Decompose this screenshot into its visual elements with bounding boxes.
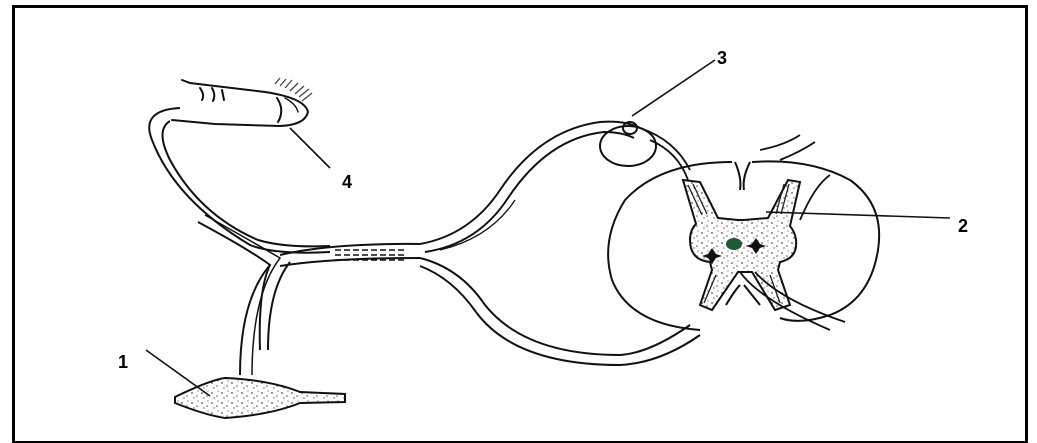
- stimulus-marks: [275, 78, 312, 101]
- leader-line-2: [766, 212, 950, 218]
- figure-border: [14, 7, 1027, 443]
- leader-line-3: [632, 60, 715, 116]
- finger-illustration: [172, 80, 308, 126]
- leader-line-4: [290, 128, 330, 168]
- motor-branch-left: [198, 215, 290, 375]
- leader-line-1: [146, 350, 210, 396]
- central-canal: [726, 238, 742, 250]
- muscle-effector: [175, 378, 345, 418]
- label-1: 1: [118, 352, 128, 372]
- dorsal-root-ganglion: [600, 122, 690, 180]
- label-4: 4: [342, 172, 352, 192]
- label-3: 3: [717, 48, 727, 68]
- label-2: 2: [958, 216, 968, 236]
- dorsal-root: [420, 122, 640, 252]
- sensory-fiber: [149, 108, 330, 253]
- ventral-root: [420, 258, 700, 365]
- nerve-trunk: [280, 244, 420, 266]
